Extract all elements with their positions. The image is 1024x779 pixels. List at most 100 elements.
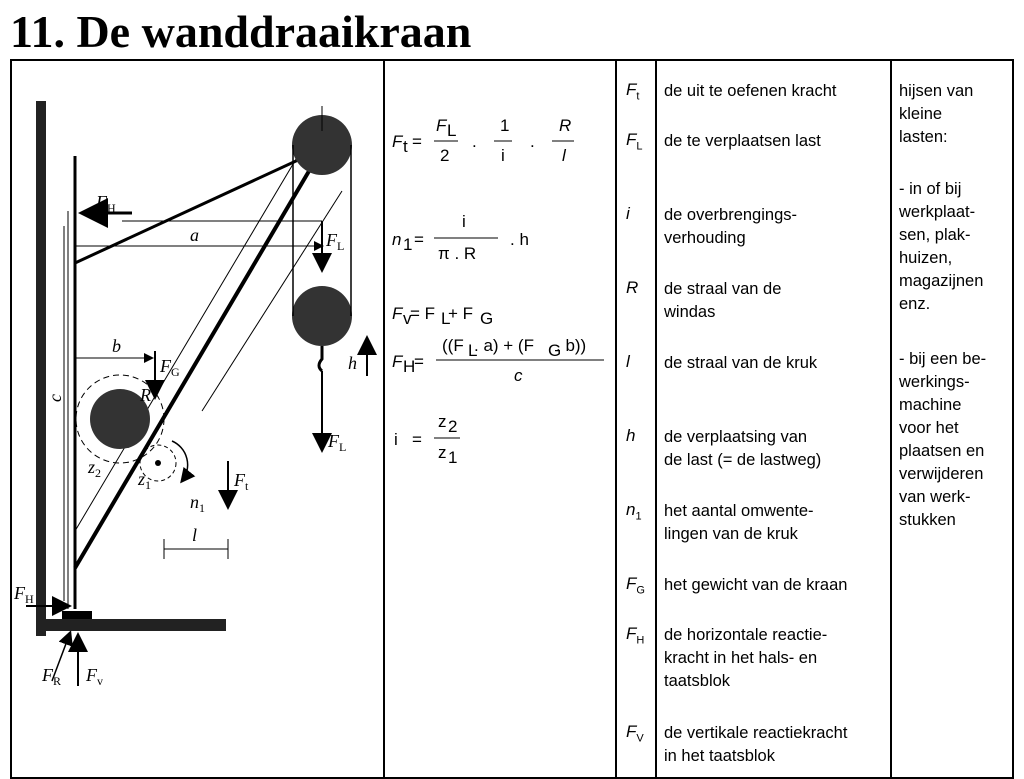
legend-symbol: R (626, 278, 638, 300)
formula-vertical-force: F v = F L + F G (392, 304, 493, 328)
svg-text:F: F (392, 352, 404, 371)
legend-description: het aantal omwente- lingen van de kruk (664, 502, 814, 543)
svg-text:.: . (530, 132, 535, 151)
legend-symbol-letter: F (626, 574, 637, 593)
svg-text:= F: = F (410, 304, 435, 323)
legend-symbol: FV (626, 722, 644, 744)
svg-text:Ft: Ft (233, 470, 249, 493)
legend-symbol-letter: l (626, 352, 630, 371)
legend-description: het gewicht van de kraan (664, 576, 848, 594)
svg-text:1: 1 (403, 235, 412, 254)
svg-text:. a) + (F: . a) + (F (474, 336, 534, 355)
legend-symbol-letter: F (626, 722, 637, 741)
svg-text:Fv: Fv (85, 665, 103, 688)
svg-text:=: = (412, 430, 422, 449)
legend-symbol: FH (626, 624, 644, 646)
formula-gear-ratio: i = z 2 z 1 (394, 412, 460, 467)
svg-text:z: z (438, 412, 447, 431)
svg-text:.: . (472, 132, 477, 151)
wall (36, 101, 46, 636)
legend-symbol-letter: i (626, 204, 630, 223)
formulas-panel: F t = F L 2 . 1 i . R l n 1 = i π . R . … (386, 61, 615, 768)
svg-text:t: t (403, 137, 408, 156)
svg-text:a: a (190, 225, 199, 245)
svg-text:2: 2 (448, 417, 457, 436)
crank-gear (139, 444, 177, 482)
winch-drum (90, 389, 150, 449)
svg-text:FH: FH (95, 192, 116, 215)
legend-description: de overbrengings- verhouding (664, 206, 797, 247)
column-divider (890, 59, 892, 779)
crane-drawing: FH a FL b FG R c h FL z2 z1 Ft n1 l FH F… (13, 101, 377, 688)
legend-symbol-letter: F (626, 80, 637, 99)
svg-text:L: L (441, 309, 450, 328)
svg-text:R: R (139, 385, 151, 405)
legend-symbol-letter: F (626, 130, 637, 149)
svg-text:FH: FH (13, 583, 34, 606)
column-divider (383, 59, 385, 779)
floor (36, 619, 226, 631)
svg-text:=: = (414, 230, 424, 249)
column-divider (655, 59, 657, 779)
svg-text:2: 2 (440, 146, 449, 165)
svg-text:=: = (412, 132, 422, 151)
legend-description: de straal van de kruk (664, 354, 818, 372)
svg-text:H: H (403, 357, 415, 376)
formula-horizontal-force: F H = ((F L . a) + (F G . b)) c (392, 336, 604, 385)
legend-symbol: FG (626, 574, 645, 596)
svg-text:((F: ((F (442, 336, 464, 355)
legend-description: de vertikale reactiekracht in het taatsb… (664, 724, 848, 765)
svg-text:z1: z1 (137, 469, 151, 492)
note-workshops: - in of bij werkplaat- sen, plak- huizen… (899, 180, 984, 313)
svg-text:1: 1 (500, 116, 509, 135)
svg-text:c: c (514, 366, 523, 385)
formula-revolutions: n 1 = i π . R . h (392, 212, 529, 263)
svg-text:L: L (468, 341, 477, 360)
note-machines: - bij een be- werkings- machine voor het… (899, 350, 987, 529)
legend-symbol-subscript: H (636, 634, 645, 647)
legend-symbol-letter: n (626, 500, 636, 519)
svg-text:c: c (45, 394, 65, 402)
legend-symbol-subscript: L (636, 140, 643, 153)
svg-text:L: L (447, 121, 456, 140)
legend-description: de verplaatsing van de last (= de lastwe… (664, 428, 822, 469)
svg-text:+ F: + F (448, 304, 473, 323)
column-divider (615, 59, 617, 779)
svg-text:F: F (392, 304, 404, 323)
svg-text:FR: FR (41, 665, 61, 688)
legend-symbol-subscript: t (636, 90, 640, 103)
legend-symbol-subscript: V (636, 732, 644, 745)
svg-text:b: b (112, 336, 121, 356)
formula-pulling-force: F t = F L 2 . 1 i . R l (392, 116, 574, 165)
load-pulley (292, 286, 352, 346)
legend-symbol-subscript: 1 (635, 510, 642, 523)
svg-text:l: l (192, 525, 197, 545)
svg-text:π . R: π . R (438, 244, 476, 263)
legend-symbol: Ft (626, 80, 639, 102)
svg-text:z: z (438, 443, 447, 462)
legend-symbol: h (626, 426, 635, 448)
tie-rod (74, 147, 323, 265)
svg-text:FL: FL (325, 230, 344, 253)
svg-text:n: n (392, 230, 401, 249)
legend-symbol-letter: h (626, 426, 636, 445)
svg-text:F: F (436, 116, 448, 135)
legend-description: de uit te oefenen kracht (664, 82, 837, 100)
svg-text:i: i (394, 430, 398, 449)
crane-diagram: FH a FL b FG R c h FL z2 z1 Ft n1 l FH F… (12, 61, 384, 768)
legend-description: de straal van de windas (664, 280, 782, 321)
svg-text:. h: . h (510, 230, 529, 249)
legend-symbol-subscript: G (636, 584, 645, 597)
legend-symbol: FL (626, 130, 643, 152)
jib (73, 147, 324, 570)
svg-text:G: G (480, 309, 493, 328)
svg-text:. b)): . b)) (556, 336, 586, 355)
legend-symbol: l (626, 352, 630, 374)
svg-text:=: = (414, 352, 424, 371)
legend-symbol-letter: F (626, 624, 637, 643)
svg-text:F: F (392, 132, 404, 151)
svg-text:h: h (348, 353, 357, 373)
svg-text:i: i (501, 146, 505, 165)
svg-text:z2: z2 (87, 457, 101, 480)
svg-text:l: l (562, 146, 567, 165)
